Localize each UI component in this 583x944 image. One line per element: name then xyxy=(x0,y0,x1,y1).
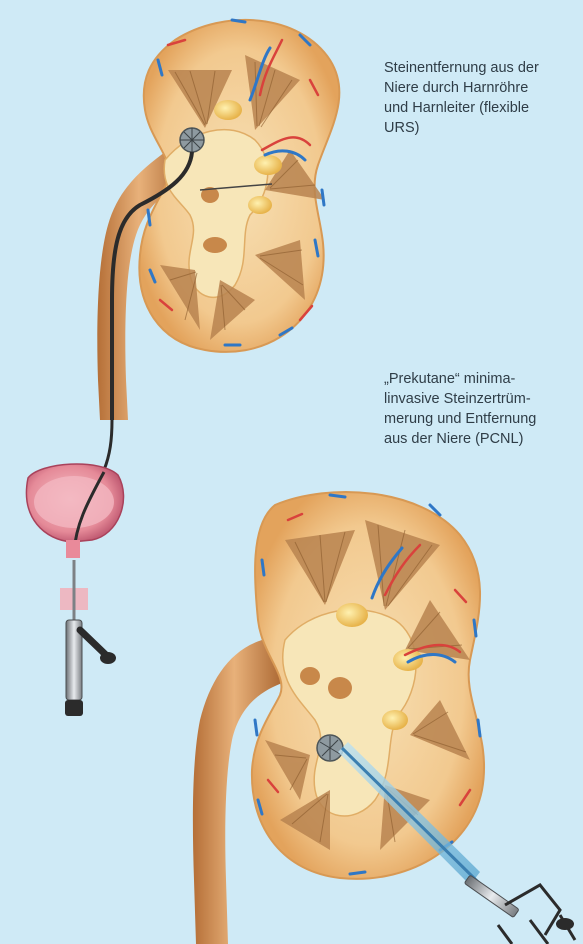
urethra xyxy=(66,540,80,558)
pcnl-nephroscope-body xyxy=(464,875,519,918)
rigid-ureteroscope xyxy=(65,620,116,716)
top-calyx xyxy=(203,237,227,253)
top-calyx xyxy=(214,100,242,120)
bladder-lumen xyxy=(34,476,114,528)
caption-pcnl: „Prekutane“ minima- linvasive Steinzertr… xyxy=(384,369,583,449)
caption-flexible-urs: Steinentfernung aus der Niere durch Harn… xyxy=(384,58,583,138)
scope-eyepiece-side xyxy=(100,652,116,664)
bottom-kidney xyxy=(193,492,484,944)
top-calyx xyxy=(248,196,272,214)
urs-ureter-lower xyxy=(104,420,112,470)
scope-eyepiece xyxy=(65,700,83,716)
bottom-calyx xyxy=(382,710,408,730)
bottom-calyx xyxy=(300,667,320,685)
bottom-calyx xyxy=(336,603,368,627)
bladder-group xyxy=(26,464,123,620)
top-calyx xyxy=(254,155,282,175)
pcnl-nephroscope-light xyxy=(556,918,574,930)
bottom-calyx xyxy=(328,677,352,699)
scope-arm xyxy=(80,630,106,655)
top-kidney xyxy=(97,20,339,420)
